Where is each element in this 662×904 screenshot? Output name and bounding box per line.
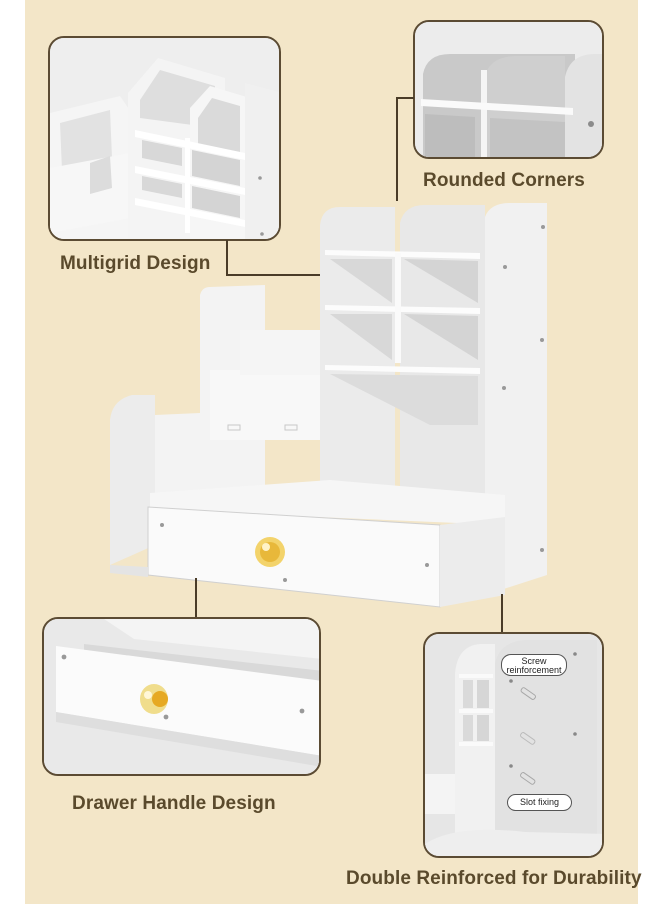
slot-fixing-bubble: Slot fixing bbox=[507, 794, 572, 811]
screw-bubble-line1: Screw bbox=[521, 656, 547, 666]
label-rounded-corners: Rounded Corners bbox=[423, 170, 585, 191]
label-multigrid: Multigrid Design bbox=[60, 253, 211, 274]
callout-line-multigrid-h bbox=[226, 274, 320, 276]
callout-line-rounded-h bbox=[396, 97, 414, 99]
drawer-closeup-image bbox=[44, 619, 319, 774]
inset-double-reinforced: Screw reinforcement Slot fixing bbox=[423, 632, 604, 858]
reinforced-closeup-image bbox=[425, 634, 602, 856]
crystal-knob-icon bbox=[255, 537, 285, 567]
screw-bubble-line2: reinforcement bbox=[506, 665, 562, 675]
main-product-image bbox=[110, 203, 547, 608]
inset-drawer-handle bbox=[42, 617, 321, 776]
callout-line-multigrid-v bbox=[226, 240, 228, 276]
inset-rounded-corners bbox=[413, 20, 604, 159]
slot-bubble-text: Slot fixing bbox=[519, 797, 560, 807]
rounded-corners-closeup-image bbox=[415, 22, 602, 157]
screw-reinforcement-bubble: Screw reinforcement bbox=[501, 654, 567, 676]
callout-line-reinforced bbox=[501, 594, 503, 633]
callout-line-drawer bbox=[195, 578, 197, 618]
inset-multigrid bbox=[48, 36, 281, 241]
multigrid-closeup-image bbox=[50, 38, 279, 239]
crystal-knob-icon bbox=[140, 684, 168, 714]
label-drawer-handle: Drawer Handle Design bbox=[72, 793, 276, 814]
callout-line-rounded-v bbox=[396, 97, 398, 201]
label-double-reinforced: Double Reinforced for Durability bbox=[346, 868, 642, 889]
